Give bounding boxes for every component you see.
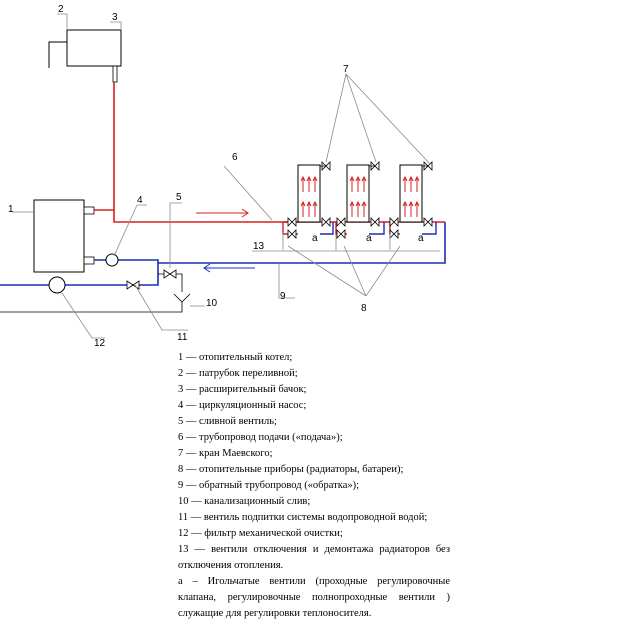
mechanical-filter bbox=[48, 276, 66, 294]
callout-3: 3 bbox=[112, 12, 118, 23]
return-pipe-left bbox=[0, 263, 159, 286]
legend-item: 11 — вентиль подпитки системы водопровод… bbox=[178, 512, 428, 523]
heating-scheme-diagram: 1 2 3 4 5 6 7 8 9 10 11 12 13 a a a bbox=[0, 4, 446, 349]
makeup-valve bbox=[126, 280, 140, 290]
legend-item: 4 — циркуляционный насос; bbox=[178, 400, 307, 411]
supply-pipe bbox=[113, 82, 300, 223]
circulation-pump bbox=[105, 253, 119, 267]
supply-flow-arrow bbox=[196, 208, 249, 218]
legend-item: 1 — отопительный котел; bbox=[178, 352, 293, 363]
callout-2: 2 bbox=[58, 4, 64, 15]
legend-item: 8 — отопительные приборы (радиаторы, бат… bbox=[178, 464, 404, 475]
callout-6: 6 bbox=[232, 152, 238, 163]
expansion-tank bbox=[66, 29, 122, 67]
callout-11: 11 bbox=[177, 332, 188, 343]
radiator-3 bbox=[399, 164, 423, 223]
radiator-1 bbox=[297, 164, 321, 223]
valve-a-label-2: a bbox=[366, 233, 372, 244]
radiator-connections bbox=[282, 217, 437, 239]
boiler-supply-nozzle bbox=[83, 206, 95, 215]
leader-lines bbox=[12, 13, 440, 339]
callout-1: 1 bbox=[8, 204, 14, 215]
mayevsky-valve-2 bbox=[369, 161, 380, 171]
drain-valve bbox=[163, 269, 177, 279]
mayevsky-valve-1 bbox=[320, 161, 331, 171]
callout-10: 10 bbox=[206, 298, 218, 309]
legend-item: 5 — сливной вентиль; bbox=[178, 416, 277, 427]
legend: 1 — отопительный котел; 2 — патрубок пер… bbox=[178, 350, 450, 622]
legend-item: 7 — кран Маевского; bbox=[178, 448, 273, 459]
overflow-pipe bbox=[48, 41, 67, 68]
legend-item: 2 — патрубок переливной; bbox=[178, 368, 298, 379]
callout-5: 5 bbox=[176, 192, 182, 203]
valve-a-label-3: a bbox=[418, 233, 424, 244]
return-flow-arrow bbox=[203, 263, 255, 273]
valve-a-label-1: a bbox=[312, 233, 318, 244]
callout-4: 4 bbox=[137, 195, 143, 206]
tank-outlet bbox=[112, 65, 118, 83]
callout-12: 12 bbox=[94, 338, 106, 349]
drain-pipe bbox=[158, 273, 183, 292]
callout-13: 13 bbox=[253, 241, 265, 252]
legend-item: 3 — расширительный бачок; bbox=[178, 384, 307, 395]
callout-9: 9 bbox=[280, 291, 286, 302]
callout-7: 7 bbox=[343, 64, 349, 75]
legend-note-a: а – Игольчатые вентили (проходные регули… bbox=[178, 576, 450, 619]
boiler bbox=[33, 199, 85, 273]
callout-8: 8 bbox=[361, 303, 367, 314]
legend-item: 9 — обратный трубопровод («обратка»); bbox=[178, 480, 360, 491]
legend-item: 6 — трубопровод подачи («подача»); bbox=[178, 432, 343, 443]
radiator-2 bbox=[346, 164, 370, 223]
legend-item: 10 — канализационный слив; bbox=[178, 496, 311, 507]
legend-item: 12 — фильтр механической очистки; bbox=[178, 528, 343, 539]
mayevsky-valve-3 bbox=[422, 161, 433, 171]
boiler-return-nozzle bbox=[83, 256, 95, 265]
sewer-drain bbox=[0, 293, 191, 313]
legend-item: 13 — вентили отключения и демонтажа ради… bbox=[178, 544, 450, 571]
